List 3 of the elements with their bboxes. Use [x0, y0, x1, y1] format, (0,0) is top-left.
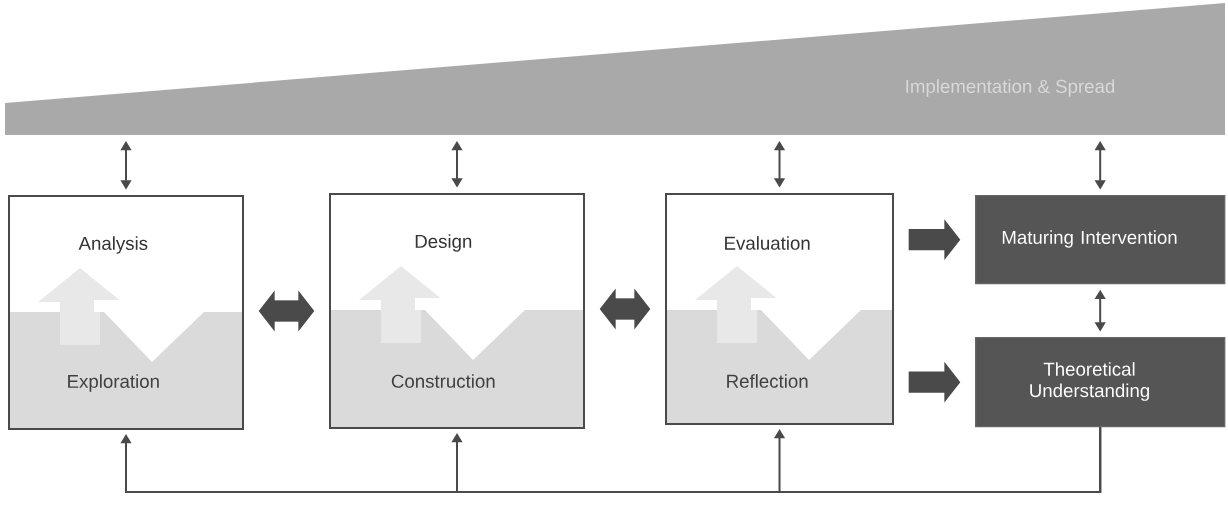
outcome-box: Theoretical Understanding — [975, 337, 1226, 428]
arrow — [773, 426, 1102, 493]
outcome-box: Maturing Intervention — [975, 195, 1226, 285]
